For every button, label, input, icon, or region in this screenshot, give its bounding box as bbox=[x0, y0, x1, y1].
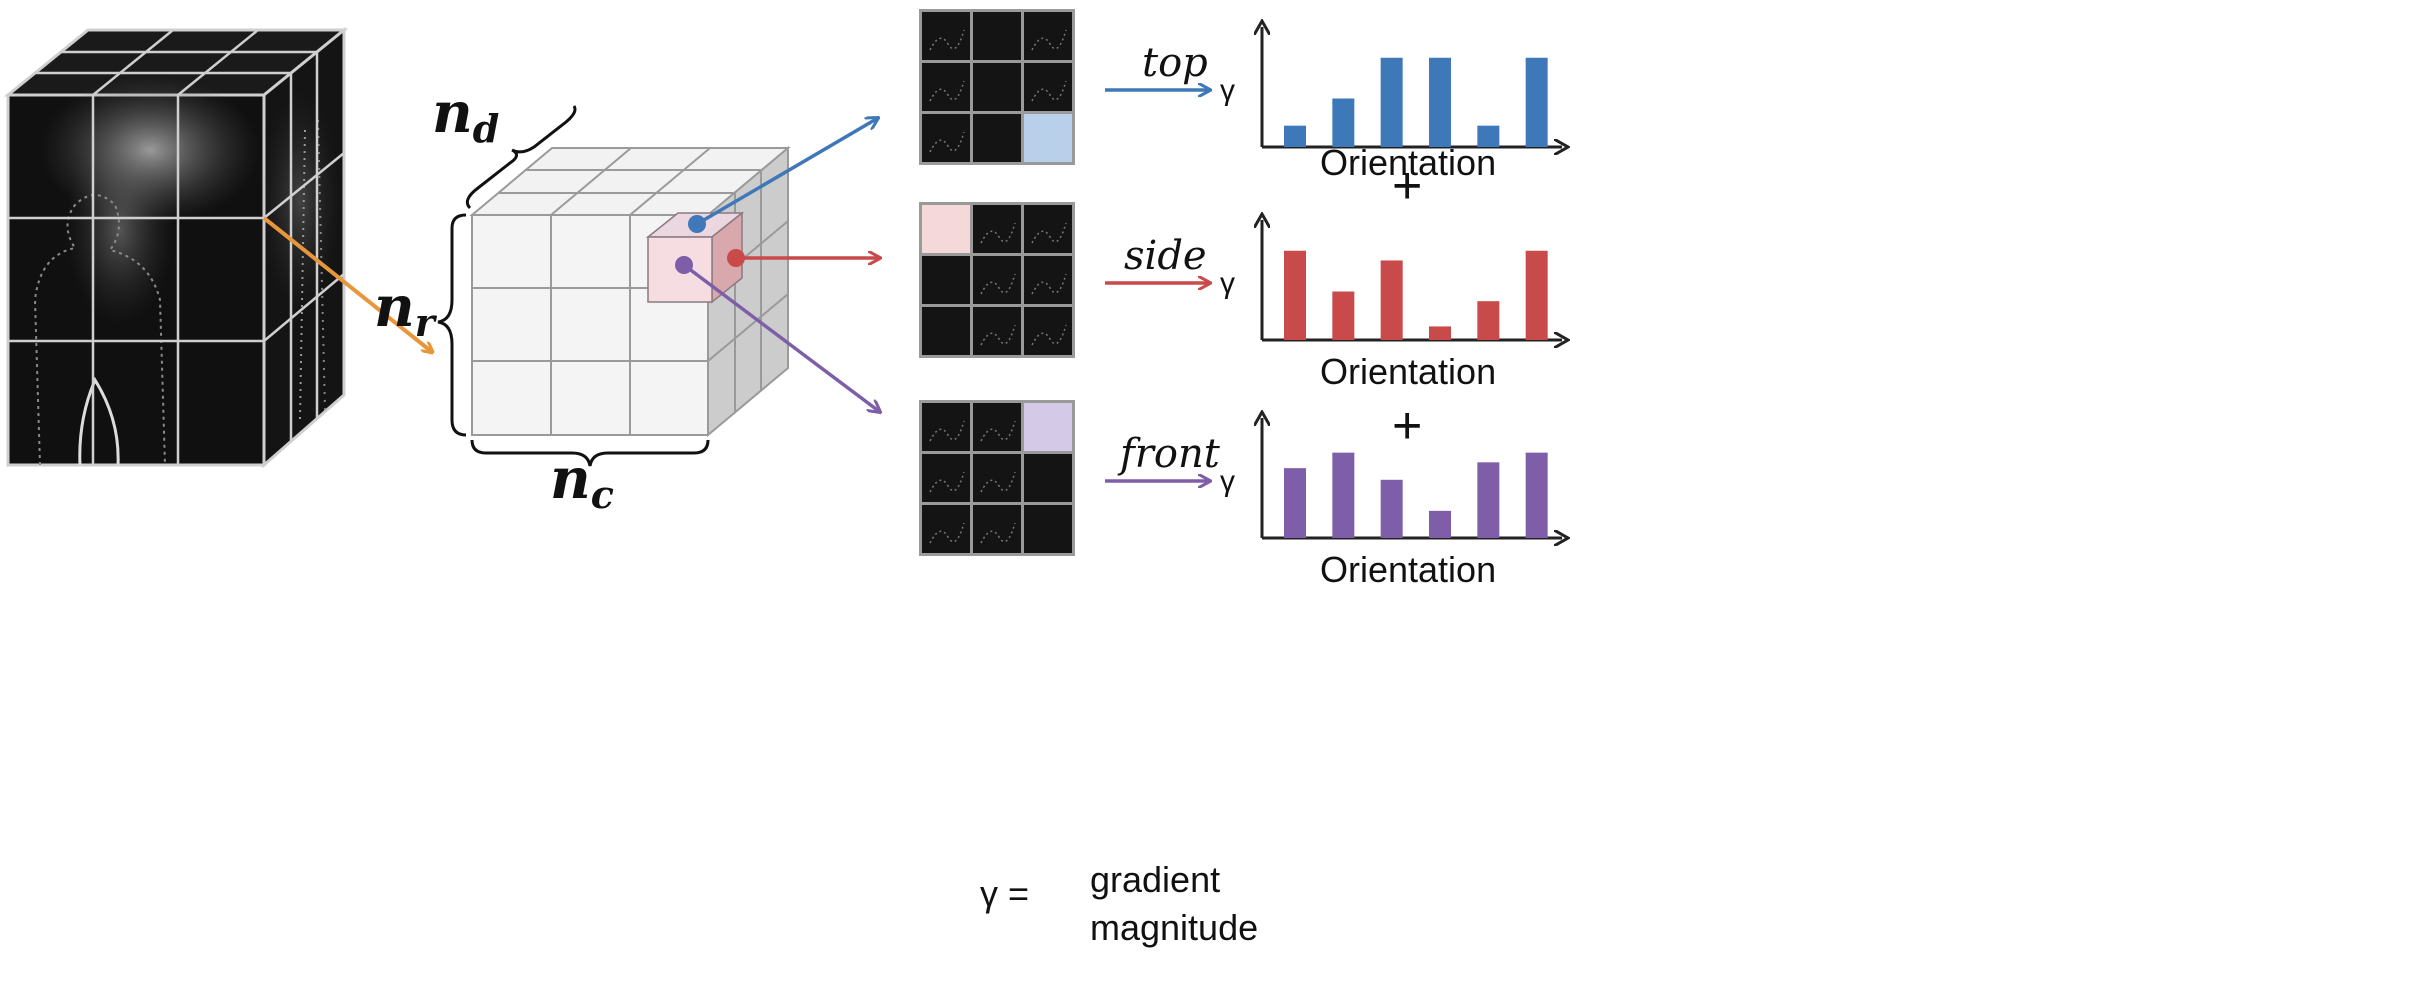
side-label: side bbox=[1124, 233, 1207, 279]
grid-cell bbox=[1024, 505, 1072, 553]
orange-arrow bbox=[262, 216, 432, 352]
legend-line2: magnitude bbox=[1090, 907, 1258, 948]
dimension-braces bbox=[437, 105, 710, 467]
grid-cell bbox=[922, 505, 970, 553]
side-bar bbox=[1332, 291, 1355, 340]
grid-cell bbox=[922, 114, 970, 162]
top-xaxis-label: Orientation bbox=[1320, 142, 1496, 183]
plus-sign-1: + bbox=[1392, 157, 1422, 215]
front-gamma: γ bbox=[1220, 465, 1235, 498]
legend-line1: gradient bbox=[1090, 859, 1220, 900]
grid-cell bbox=[922, 63, 970, 111]
side-bar bbox=[1525, 250, 1548, 340]
top-bar bbox=[1284, 125, 1306, 147]
top-gamma: γ bbox=[1220, 74, 1235, 107]
dim-label-nd: nd bbox=[432, 80, 499, 151]
side-xaxis-label: Orientation bbox=[1320, 351, 1496, 392]
side-grid-thumbnail bbox=[919, 202, 1075, 358]
top-bar bbox=[1429, 57, 1451, 148]
legend-gamma: γ = bbox=[980, 873, 1029, 914]
grid-cell bbox=[973, 63, 1021, 111]
side-gamma: γ bbox=[1220, 267, 1235, 300]
side-bar bbox=[1429, 326, 1451, 340]
grid-cell bbox=[973, 505, 1021, 553]
grid-cell bbox=[922, 307, 970, 355]
grid-cell bbox=[973, 454, 1021, 502]
grid-cell bbox=[973, 403, 1021, 451]
grid-cell bbox=[922, 256, 970, 304]
front-bar bbox=[1429, 510, 1451, 538]
grid-cell bbox=[973, 205, 1021, 253]
dim-label-nr: nr bbox=[374, 274, 438, 345]
grid-cell bbox=[922, 403, 970, 451]
top-bar bbox=[1525, 57, 1548, 148]
video-volume-cube bbox=[3, 26, 349, 469]
front-xaxis-label: Orientation bbox=[1320, 549, 1496, 590]
top-bar bbox=[1380, 57, 1403, 148]
front-label: front bbox=[1117, 431, 1221, 477]
projection-arrows bbox=[675, 118, 880, 412]
side-bar bbox=[1477, 301, 1500, 340]
front-bar bbox=[1284, 468, 1306, 538]
grid-cell bbox=[1024, 403, 1072, 451]
grid-cell bbox=[1024, 114, 1072, 162]
side-bar bbox=[1284, 250, 1306, 340]
top-bar bbox=[1477, 125, 1500, 147]
top-label: top bbox=[1142, 40, 1208, 86]
side-bar bbox=[1380, 260, 1403, 340]
grid-cell bbox=[973, 12, 1021, 60]
grid-cell bbox=[922, 454, 970, 502]
plus-sign-2: + bbox=[1392, 397, 1422, 455]
dim-label-nc: nc bbox=[550, 446, 614, 517]
front-bar bbox=[1525, 452, 1548, 538]
grid-cell bbox=[922, 205, 970, 253]
front-bar bbox=[1380, 479, 1403, 538]
top-bar bbox=[1332, 98, 1355, 147]
grid-cell bbox=[1024, 256, 1072, 304]
front-bar bbox=[1332, 452, 1355, 538]
cell-grid-block bbox=[469, 145, 791, 438]
grid-cell bbox=[1024, 307, 1072, 355]
grid-cell bbox=[973, 307, 1021, 355]
grid-cell bbox=[1024, 454, 1072, 502]
grid-cell bbox=[973, 256, 1021, 304]
grid-cell bbox=[1024, 12, 1072, 60]
front-grid-thumbnail bbox=[919, 400, 1075, 556]
grid-cell bbox=[1024, 205, 1072, 253]
grid-cell bbox=[973, 114, 1021, 162]
front-bar bbox=[1477, 462, 1500, 538]
grid-cell bbox=[1024, 63, 1072, 111]
grid-cell bbox=[922, 12, 970, 60]
top-grid-thumbnail bbox=[919, 9, 1075, 165]
